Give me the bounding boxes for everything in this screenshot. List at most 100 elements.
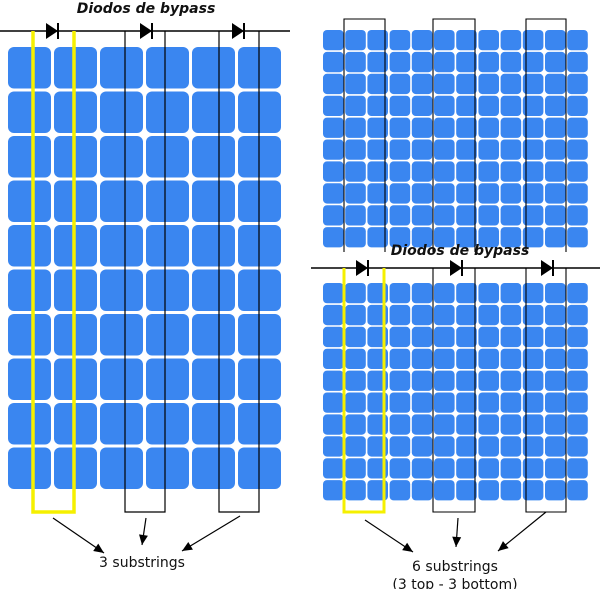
right-bottom-cell [522,436,544,457]
right-top-substring-loop [525,18,567,252]
right-top-cell [434,161,455,182]
left-cell [146,91,189,133]
right-bottom-cell [500,370,522,391]
right-arrow-head [402,542,413,552]
right-bottom-cell [434,348,455,369]
right-bottom-cell [389,304,411,326]
right-top-cell [367,73,388,95]
right-top-cell [367,51,388,73]
right-bottom-cell [456,283,477,304]
right-top-cell [567,30,588,51]
right-bottom-substring-loop [342,268,386,514]
right-bottom-cell [456,436,477,457]
right-bottom-cell [522,283,544,304]
left-cell [100,314,143,356]
right-bottom-cell [456,326,477,348]
right-bottom-cell [345,436,366,457]
right-bottom-cell [567,348,588,369]
right-top-cell [478,117,499,138]
right-top-cell [367,183,388,204]
right-bottom-cell [567,480,588,501]
right-bottom-cell [545,436,566,457]
right-top-cell [389,73,411,95]
right-bottom-cell [323,304,344,326]
right-bottom-cell [389,392,411,413]
right-top-cell [567,139,588,160]
left-arrow [181,515,241,552]
right-bottom-cell [389,326,411,348]
right-bottom-cell [434,436,455,457]
right-top-cell [456,139,477,160]
right-top-cell [545,117,566,138]
right-top-cell [434,117,455,138]
right-bottom-cell [345,370,366,391]
right-bottom-cell [500,326,522,348]
right-bottom-cell [323,480,344,501]
right-top-cell [478,139,499,160]
right-bottom-cell [434,414,455,435]
right-bottom-cell [411,348,433,369]
right-bottom-cell [345,414,366,435]
right-bottom-cell [522,414,544,435]
left-cell [146,225,189,267]
right-bypass-diode [356,260,368,276]
right-bottom-cell [545,326,566,348]
right-bottom-cell [500,348,522,369]
right-bottom-cell [478,392,499,413]
right-top-cell [500,51,522,73]
right-top-cell [500,183,522,204]
right-top-cell [478,161,499,182]
right-top-cell [434,73,455,95]
left-cell [146,314,189,356]
left-cell [100,358,143,400]
right-bottom-cell [456,458,477,479]
left-cell [146,447,189,489]
right-bottom-cell [545,348,566,369]
right-bottom-cell [500,480,522,501]
right-bottom-cell [456,304,477,326]
right-top-cell [434,183,455,204]
right-top-cell [567,205,588,226]
right-bottom-cell [478,480,499,501]
right-bottom-cell [345,283,366,304]
right-top-cell [345,117,366,138]
right-top-cell [323,30,344,51]
right-bottom-cell [411,480,433,501]
left-cell [192,447,235,489]
right-top-cell [434,51,455,73]
right-bottom-substring-loop [432,268,476,513]
right-bottom-cell [389,348,411,369]
right-top-cell [389,227,411,248]
right-top-cell [478,73,499,95]
left-arrow [52,517,105,554]
right-top-cell [323,227,344,248]
right-bottom-cell [323,458,344,479]
right-top-cell [478,183,499,204]
right-top-cell [567,227,588,248]
right-top-cell [411,183,433,204]
right-top-cell [456,183,477,204]
right-bottom-cell [411,436,433,457]
right-bottom-cell [456,414,477,435]
right-bottom-cell [478,304,499,326]
right-bottom-cell [522,326,544,348]
right-top-cell [411,51,433,73]
right-substrings-label: 6 substrings [412,559,498,575]
right-bottom-cell [456,348,477,369]
right-bottom-cell [545,283,566,304]
right-top-cell [323,205,344,226]
right-bottom-cell [478,348,499,369]
left-cell [100,47,143,89]
left-bypass-diode [46,23,58,39]
left-bypass-diode [140,23,152,39]
right-bottom-cell [411,392,433,413]
right-top-cell [389,117,411,138]
left-cell [100,91,143,133]
left-cell [8,180,51,222]
right-top-cell [545,73,566,95]
right-top-substring-loop [343,18,386,252]
right-top-substring-loop [432,18,476,252]
right-arrow-head [452,536,462,547]
left-cell [100,403,143,445]
left-diode-label: Diodos de bypass [77,1,216,17]
